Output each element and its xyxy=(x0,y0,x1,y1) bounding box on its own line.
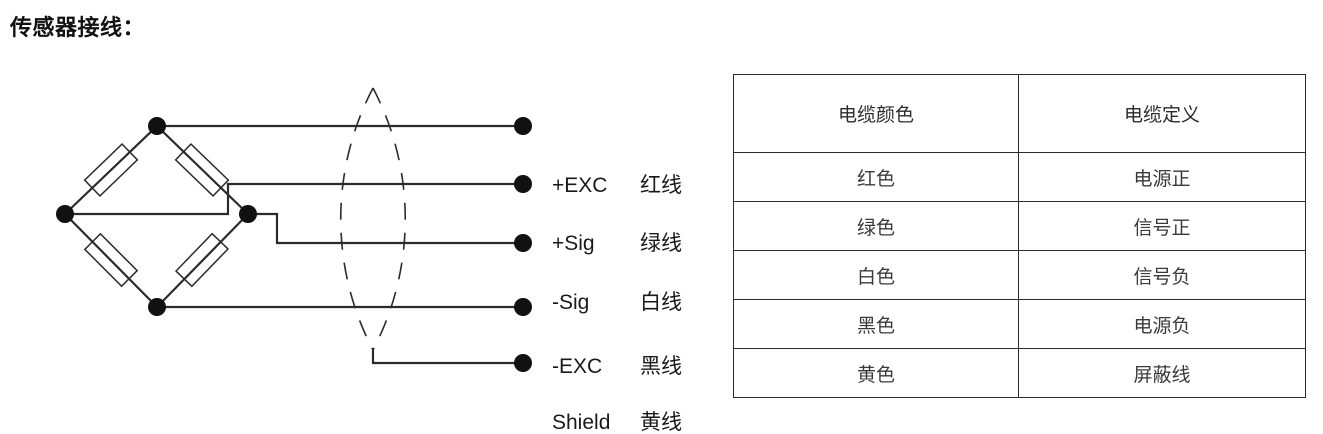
bridge-node-right xyxy=(239,205,257,223)
table-header-cable-color: 电缆颜色 xyxy=(733,74,1019,153)
terminal-dot-sig-negative xyxy=(514,234,532,252)
wire-sig-positive xyxy=(65,182,523,216)
terminal-signal-shield: Shield xyxy=(552,411,611,434)
table-header-row: 电缆颜色 电缆定义 xyxy=(733,74,1306,153)
shield-arc-left xyxy=(340,87,374,351)
cell-cable-color: 黑色 xyxy=(733,299,1019,349)
table-header-cable-definition: 电缆定义 xyxy=(1018,74,1306,153)
cell-cable-color: 绿色 xyxy=(733,201,1019,251)
cell-cable-definition: 信号负 xyxy=(1018,250,1306,300)
shield-arc-right xyxy=(372,87,406,351)
resistor-bottom-left xyxy=(83,232,139,288)
terminal-color-sig-positive: 绿线 xyxy=(640,232,682,255)
resistor-bottom-right xyxy=(174,232,230,288)
terminal-label-sig-positive: +Sig 绿线 xyxy=(552,233,682,254)
bridge-arm-top-left xyxy=(64,125,158,215)
table-row: 黄色 屏蔽线 xyxy=(733,348,1306,398)
terminal-color-sig-negative: 白线 xyxy=(640,291,682,314)
terminal-label-sig-negative: -Sig 白线 xyxy=(552,292,682,313)
cable-shield-lens xyxy=(340,87,406,351)
terminal-label-exc-negative: -EXC 黑线 xyxy=(552,356,682,377)
terminal-signal-exc-negative: -EXC xyxy=(552,355,603,378)
terminal-dot-exc-positive xyxy=(514,117,532,135)
wire-shield xyxy=(371,350,523,365)
bridge-arm-bottom-left xyxy=(64,213,158,308)
terminal-dots xyxy=(514,117,532,372)
cell-cable-color: 红色 xyxy=(733,152,1019,202)
wiring-diagram: +EXC 红线 +Sig 绿线 -Sig 白线 -EXC 黑线 Shield 黄线 xyxy=(0,60,720,433)
wire-sig-negative xyxy=(248,212,523,245)
terminal-label-exc-positive: +EXC 红线 xyxy=(552,175,682,196)
cell-cable-definition: 屏蔽线 xyxy=(1018,348,1306,398)
cell-cable-color: 黄色 xyxy=(733,348,1019,398)
cell-cable-definition: 电源负 xyxy=(1018,299,1306,349)
table-row: 绿色 信号正 xyxy=(733,201,1306,251)
bridge-nodes xyxy=(56,117,257,316)
bridge-node-left xyxy=(56,205,74,223)
cell-cable-definition: 信号正 xyxy=(1018,201,1306,251)
terminal-signal-sig-negative: -Sig xyxy=(552,291,590,314)
table-row: 黑色 电源负 xyxy=(733,299,1306,349)
bridge-node-bottom xyxy=(148,298,166,316)
cell-cable-definition: 电源正 xyxy=(1018,152,1306,202)
cell-cable-color: 白色 xyxy=(733,250,1019,300)
terminal-dot-sig-positive xyxy=(514,175,532,193)
terminal-signal-sig-positive: +Sig xyxy=(552,232,595,255)
terminal-dot-exc-negative xyxy=(514,298,532,316)
terminal-signal-exc-positive: +EXC xyxy=(552,174,608,197)
cable-definition-table: 电缆颜色 电缆定义 红色 电源正 绿色 信号正 白色 信号负 黑色 电源负 黄色… xyxy=(733,74,1306,398)
terminal-label-shield: Shield 黄线 xyxy=(552,412,682,433)
terminal-dot-shield xyxy=(514,354,532,372)
bridge-node-top xyxy=(148,117,166,135)
terminal-color-shield: 黄线 xyxy=(640,411,682,434)
bridge-arm-top-right xyxy=(156,125,249,215)
page-title: 传感器接线： xyxy=(10,15,146,40)
bridge-arm-bottom-right xyxy=(156,213,249,308)
table-row: 红色 电源正 xyxy=(733,152,1306,202)
terminal-color-exc-positive: 红线 xyxy=(640,174,682,197)
resistor-top-left xyxy=(83,142,139,198)
resistor-top-right xyxy=(174,142,230,198)
terminal-color-exc-negative: 黑线 xyxy=(640,355,682,378)
table-row: 白色 信号负 xyxy=(733,250,1306,300)
